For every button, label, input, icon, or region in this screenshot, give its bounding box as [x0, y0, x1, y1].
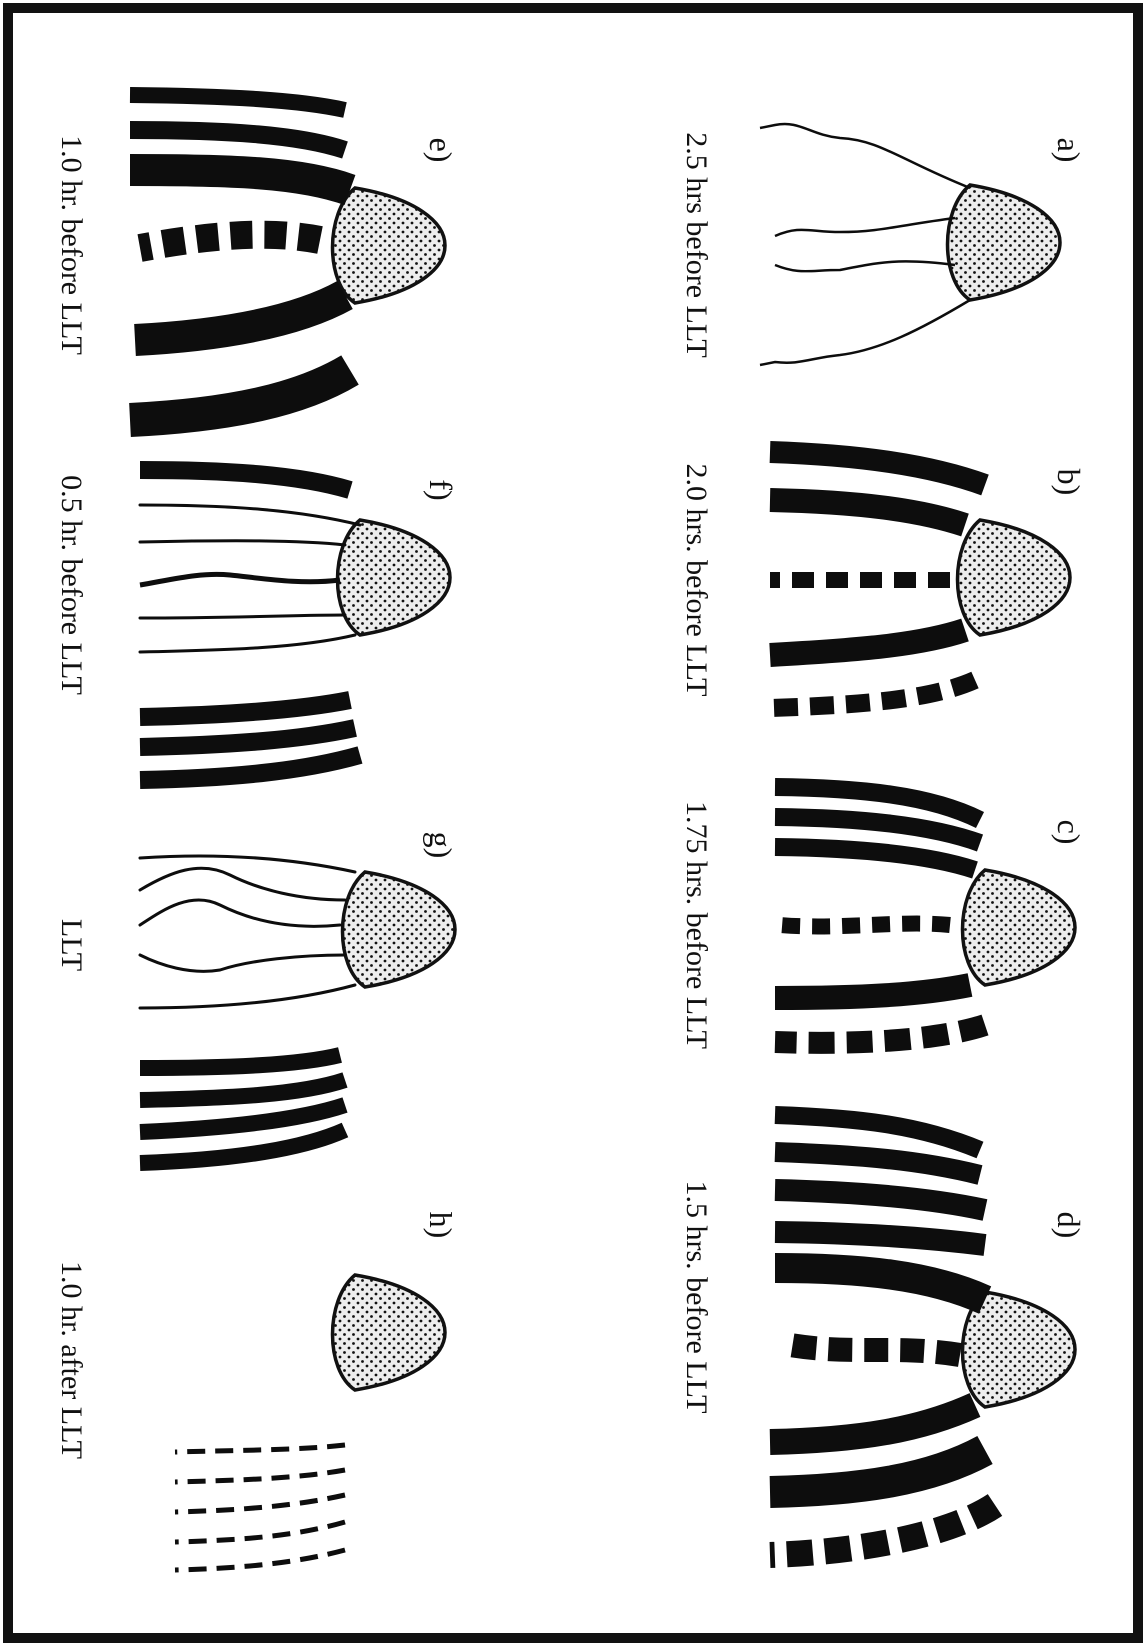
- panel-a-caption: 2.5 hrs before LLT: [680, 132, 713, 358]
- panel-c-letter: c): [1051, 820, 1087, 845]
- storm-core: [338, 520, 451, 635]
- panel-a-letter: a): [1051, 138, 1087, 163]
- panel-g: [140, 856, 455, 1163]
- weak-discharges: [760, 124, 970, 365]
- precipitation-bands: [775, 787, 985, 1043]
- storm-core: [963, 870, 1076, 985]
- storm-core: [343, 872, 456, 987]
- panel-letters: a) b) c) d) e) f) g) h): [423, 138, 1087, 1239]
- panel-g-caption: LLT: [55, 919, 88, 971]
- panel-f: [140, 470, 450, 780]
- precipitation-bands: [770, 452, 985, 708]
- panel-d-letter: d): [1051, 1212, 1087, 1239]
- panel-g-letter: g): [423, 832, 459, 859]
- panel-a: [760, 124, 1060, 365]
- panel-e-letter: e): [423, 138, 459, 163]
- storm-core: [333, 188, 446, 303]
- panel-b-letter: b): [1051, 469, 1087, 496]
- panel-d-caption: 1.5 hrs. before LLT: [680, 1181, 713, 1414]
- panel-f-letter: f): [423, 479, 459, 500]
- panel-c: [775, 787, 1075, 1043]
- panel-b-caption: 2.0 hrs. before LLT: [680, 464, 713, 697]
- panel-d: [770, 1115, 1075, 1555]
- storm-core: [948, 185, 1061, 300]
- storm-core: [958, 520, 1071, 635]
- discharge-channels: [140, 856, 355, 1163]
- storm-core: [333, 1275, 446, 1390]
- panel-h: [175, 1275, 445, 1570]
- panel-c-caption: 1.75 hrs. before LLT: [680, 801, 713, 1049]
- panel-h-caption: 1.0 hr. after LLT: [55, 1261, 88, 1459]
- precipitation-bands: [770, 1115, 995, 1555]
- panel-b: [770, 452, 1070, 708]
- panel-e-caption: 1.0 hr. before LLT: [55, 135, 88, 355]
- precipitation-bands: [130, 95, 350, 420]
- precipitation-bands: [140, 470, 360, 780]
- panel-e: [130, 95, 445, 420]
- panel-f-caption: 0.5 hr. before LLT: [55, 475, 88, 695]
- panel-h-letter: h): [423, 1212, 459, 1239]
- residual-bands: [175, 1445, 345, 1570]
